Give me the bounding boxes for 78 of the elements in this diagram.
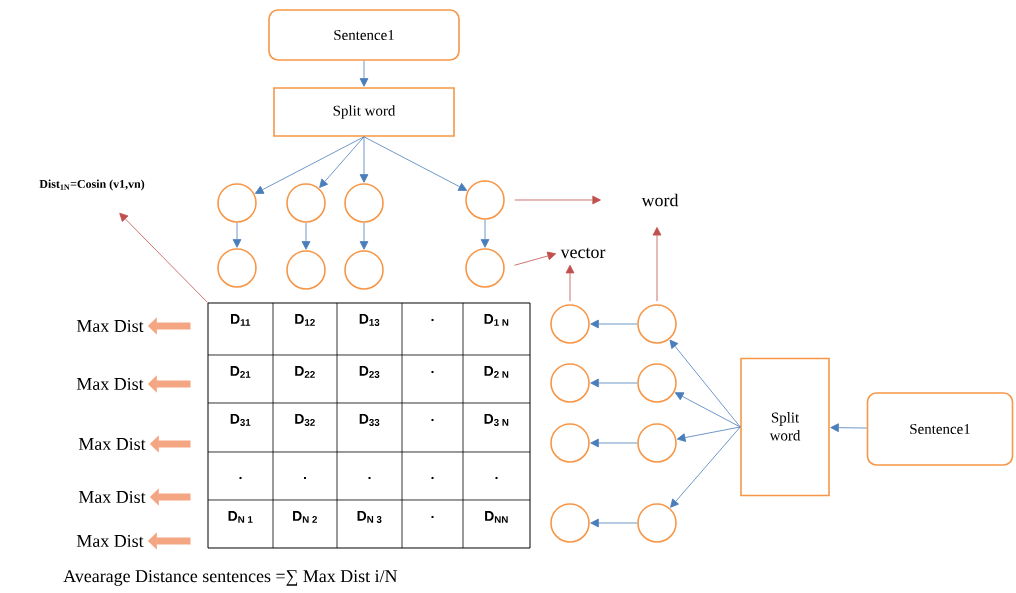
- word-circle: [637, 423, 677, 463]
- arrow: [319, 136, 365, 188]
- arrow: [652, 227, 662, 302]
- max-dist-text: Max Dist: [78, 437, 146, 450]
- arrow: [119, 212, 208, 303]
- matrix-entry: D$_{23}$: [359, 366, 380, 378]
- matrix-entry: D$_{22}$: [295, 366, 315, 378]
- arrow: [232, 222, 242, 248]
- arrow: [669, 339, 741, 428]
- arrow: [359, 136, 369, 183]
- max-dist-text: Max Dist: [76, 377, 144, 390]
- word-circle: [550, 363, 590, 403]
- arrow: [480, 219, 490, 248]
- matrix-entry: .: [431, 476, 434, 480]
- word-circle: [286, 183, 326, 223]
- word-circle: [217, 248, 257, 288]
- arrow: [676, 426, 741, 442]
- arrow: [674, 392, 741, 428]
- matrix-entry: .: [304, 476, 306, 480]
- arrow: [301, 222, 311, 250]
- word-circle: [637, 363, 677, 403]
- matrix-entry: D$_{N 2}$: [293, 511, 317, 523]
- matrix-entry: D$_{11}$: [231, 314, 251, 326]
- word-circle: [637, 304, 677, 344]
- matrix-entry: .: [431, 318, 434, 322]
- arrow: [670, 426, 741, 508]
- arrow: [514, 251, 557, 266]
- sentence-box: Sentence1: [866, 392, 1014, 466]
- word-circle: [286, 250, 326, 290]
- matrix-entry: .: [368, 476, 371, 480]
- matrix-entry: D$_{3 N}$: [484, 414, 509, 426]
- word-circle: [217, 183, 257, 223]
- sentence-box: Sentence1: [268, 9, 460, 61]
- matrix-entry: D$_{33}$: [359, 414, 380, 426]
- arrow: [254, 136, 365, 194]
- arrow: [363, 136, 468, 191]
- matrix-entry: .: [431, 418, 434, 422]
- word-circle: [465, 248, 505, 288]
- arrow: [359, 222, 369, 250]
- matrix-entry: D$_{NN}$: [485, 511, 508, 523]
- matrix-entry: .: [239, 476, 242, 480]
- matrix-entry: .: [431, 515, 434, 519]
- max-dist-text: Max Dist: [76, 534, 144, 547]
- word-circle: [550, 423, 590, 463]
- matrix-entry: D$_{N 1}$: [228, 511, 253, 523]
- split-word-box: Split word: [740, 357, 830, 497]
- arrow: [565, 264, 575, 302]
- arrow: [514, 195, 601, 205]
- arrow: [590, 518, 638, 528]
- output-label: vector: [560, 247, 606, 259]
- arrow: [590, 438, 638, 448]
- formula-text: Dist$_{1N}$=Cosin (v1,vn): [39, 179, 145, 191]
- arrow: [359, 60, 369, 87]
- distance-matrix: [207, 302, 531, 549]
- word-circle: [550, 304, 590, 344]
- matrix-entry: D$_{12}$: [295, 314, 315, 326]
- matrix-entry: D$_{N 3}$: [357, 511, 382, 523]
- matrix-entry: D$_{31}$: [230, 414, 251, 426]
- split-word-box: Split word: [273, 87, 455, 137]
- matrix-entry: .: [431, 370, 434, 374]
- max-dist-text: Max Dist: [76, 319, 144, 332]
- arrow: [830, 423, 868, 433]
- matrix-entry: .: [495, 476, 498, 480]
- arrow: [590, 319, 638, 329]
- word-circle: [344, 183, 384, 223]
- word-circle: [344, 250, 384, 290]
- matrix-entry: D$_{21}$: [230, 366, 251, 378]
- word-circle: [465, 180, 505, 220]
- max-dist-text: Max Dist: [78, 490, 146, 503]
- word-circle: [550, 503, 590, 543]
- arrow: [590, 378, 638, 388]
- matrix-entry: D$_{32}$: [295, 414, 315, 426]
- matrix-entry: D$_{2 N}$: [484, 366, 509, 378]
- output-label: word: [641, 193, 679, 207]
- formula-text: Avearage Distance sentences =∑ Max Dist i/N: [63, 570, 398, 586]
- matrix-entry: D$_{1 N}$: [484, 314, 509, 326]
- word-circle: [637, 503, 677, 543]
- matrix-entry: D$_{13}$: [359, 314, 380, 326]
